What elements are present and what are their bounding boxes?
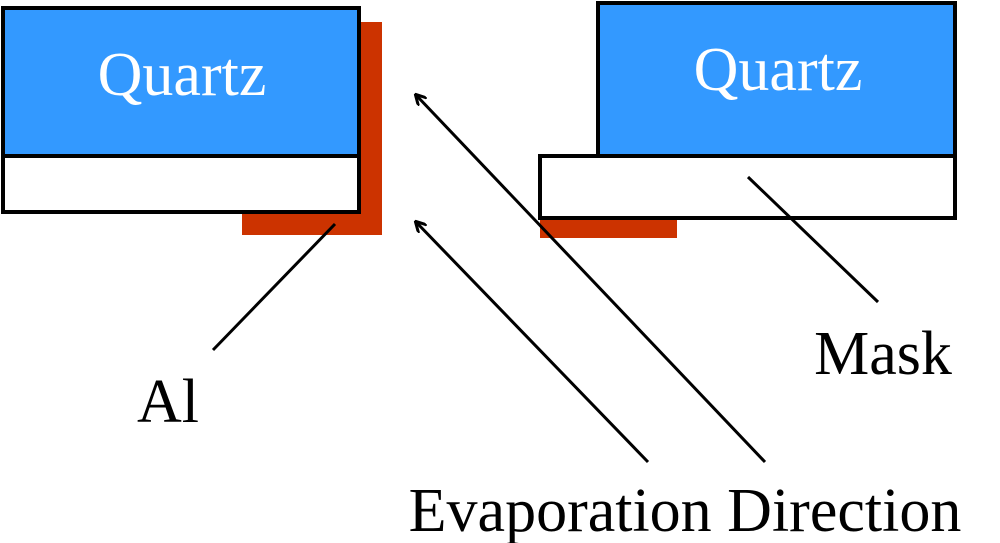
mask-label: Mask	[814, 320, 952, 388]
quartz-label-right: Quartz	[694, 36, 863, 104]
evaporation-arrow-upper	[416, 95, 767, 464]
quartz-block-right	[596, 1, 957, 158]
al-leader-line	[211, 222, 337, 352]
quartz-label-left: Quartz	[98, 41, 267, 109]
aluminum-deposit-right	[540, 218, 677, 238]
mask-leader-line	[746, 175, 880, 304]
mask-layer-left	[1, 154, 361, 214]
al-label: Al	[137, 368, 199, 436]
mask-layer-right	[538, 154, 957, 220]
evaporation-arrow-lower	[416, 222, 650, 464]
evaporation-direction-label: Evaporation Direction	[409, 477, 962, 543]
